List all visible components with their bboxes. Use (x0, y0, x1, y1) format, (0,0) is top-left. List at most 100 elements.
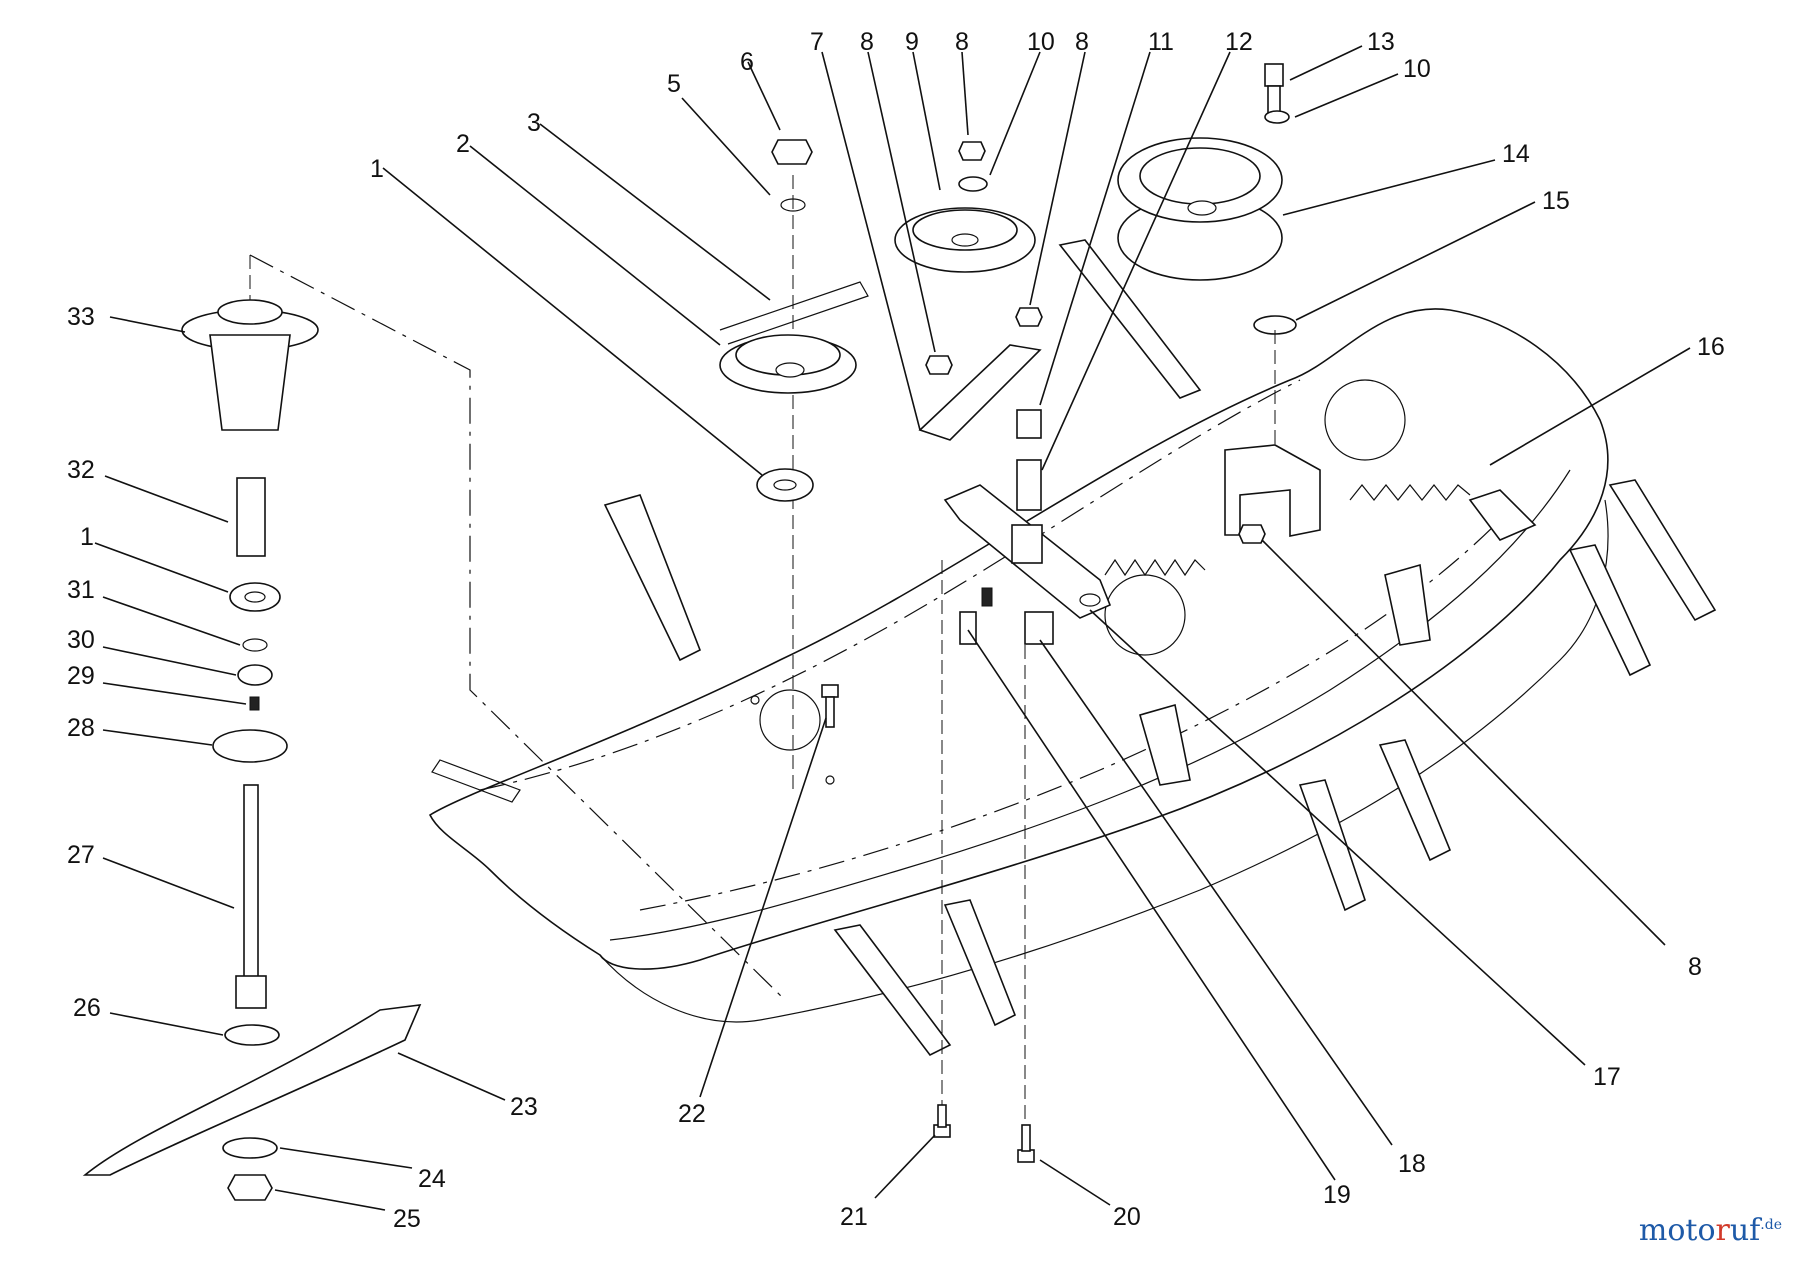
callout-21: 21 (840, 1203, 868, 1231)
callout-20: 20 (1113, 1203, 1141, 1231)
idler-bushing (1016, 459, 1042, 511)
grease-fitting (249, 696, 260, 711)
callout-18: 18 (1398, 1150, 1426, 1178)
deck-hole (825, 775, 835, 785)
bolt-20-shank (1021, 1124, 1031, 1152)
bolt-21-shank (937, 1104, 947, 1128)
callout-22: 22 (678, 1100, 706, 1128)
leader-19 (967, 629, 1336, 1181)
idler-spring-short (1104, 558, 1206, 577)
deck-spindle-opening (1324, 379, 1406, 461)
leader-33 (109, 316, 186, 333)
bolt-20-head (1017, 1149, 1035, 1163)
idler-arm (918, 344, 1042, 441)
drive-pulley-hub (1187, 200, 1217, 216)
blade-washer-lower (222, 1137, 278, 1159)
callout-32: 32 (67, 456, 95, 484)
leader-30 (102, 646, 237, 676)
spindle-housing-body (209, 334, 291, 431)
gauge-wheel-bracket (1298, 779, 1366, 912)
callout-13: 13 (1367, 28, 1395, 56)
callout-8: 8 (1688, 953, 1702, 981)
spindle-shaft (243, 784, 259, 996)
spindle-dust-cup (212, 729, 288, 763)
blade-washer-upper (224, 1024, 280, 1046)
callout-26: 26 (73, 994, 101, 1022)
spindle-phantom-line (249, 254, 786, 1001)
pulley-bolt-head (1264, 63, 1284, 87)
deck-bracket (1384, 563, 1431, 646)
callout-14: 14 (1502, 140, 1530, 168)
pulley-mount-bracket (1224, 444, 1321, 537)
deck-top-surface (428, 308, 1609, 970)
leader-15 (1295, 201, 1536, 321)
idler-bracket-hole (1079, 593, 1101, 607)
lock-washer (780, 198, 806, 212)
callout-30: 30 (67, 626, 95, 654)
leader-17 (1089, 609, 1586, 1066)
idler-nut (925, 355, 953, 375)
pulley-washer-top (1264, 110, 1290, 124)
callout-11: 11 (1148, 28, 1174, 56)
leader-27 (102, 857, 235, 909)
spindle-seal (237, 664, 273, 686)
callout-labels: 1 2 3 5 6 7 8 9 8 10 8 11 12 13 10 14 15… (67, 28, 1725, 1233)
leader-8d (1261, 539, 1666, 946)
bolt-22-head (821, 684, 839, 698)
leader-3 (539, 123, 771, 301)
callout-31: 31 (67, 576, 95, 604)
idler-nut (1015, 307, 1043, 327)
callout-8: 8 (1075, 28, 1089, 56)
watermark-text-c: uf (1729, 1213, 1761, 1248)
leader-14 (1282, 159, 1496, 216)
deck-baffle-left (603, 494, 702, 662)
leader-12 (1041, 51, 1231, 471)
leader-6 (747, 61, 781, 131)
spindle-pulley-hub (775, 362, 805, 378)
watermark-text-a: moto (1638, 1213, 1716, 1248)
leader-10b (1294, 73, 1399, 118)
bracket-nut (1238, 524, 1266, 544)
leader-16 (1489, 347, 1691, 466)
deck-rim-inner (609, 469, 1571, 941)
leader-26 (109, 1012, 224, 1036)
callout-33: 33 (67, 303, 95, 331)
pulley-assembly (719, 63, 1537, 1163)
callout-27: 27 (67, 841, 95, 869)
deck-spindle-opening (1104, 574, 1186, 656)
deck-spindle-opening (759, 689, 821, 751)
watermark-suffix: .de (1760, 1217, 1782, 1233)
leader-1b (94, 542, 229, 593)
deck-hole (750, 695, 760, 705)
gauge-wheel-bracket (1608, 479, 1717, 622)
idler-nut (958, 141, 986, 161)
leader-28 (102, 729, 213, 746)
leader-31 (102, 596, 241, 646)
idler-bushing-lower (1024, 611, 1054, 645)
snap-ring (242, 638, 268, 652)
leader-8c (1029, 51, 1086, 306)
deck-baffle-right (1058, 239, 1202, 399)
callout-1: 1 (370, 155, 384, 183)
callout-8: 8 (955, 28, 969, 56)
spindle-spacer-tube (236, 477, 266, 557)
leader-24 (279, 1147, 413, 1169)
grease-fitting-idler (981, 587, 993, 607)
leader-29 (102, 682, 247, 705)
idler-pulley-face (912, 209, 1018, 251)
leader-7 (821, 51, 921, 431)
callout-9: 9 (905, 28, 919, 56)
pulley-nut (771, 139, 813, 165)
watermark-text-b: r (1715, 1213, 1730, 1248)
callout-8: 8 (860, 28, 874, 56)
leader-18 (1039, 639, 1393, 1146)
leader-1a (382, 167, 763, 476)
callout-10: 10 (1027, 28, 1055, 56)
gauge-wheel-bracket (833, 924, 952, 1057)
callout-1: 1 (80, 523, 94, 551)
leader-10a (989, 51, 1041, 176)
drive-belt (719, 281, 869, 345)
leader-20 (1039, 1159, 1111, 1206)
